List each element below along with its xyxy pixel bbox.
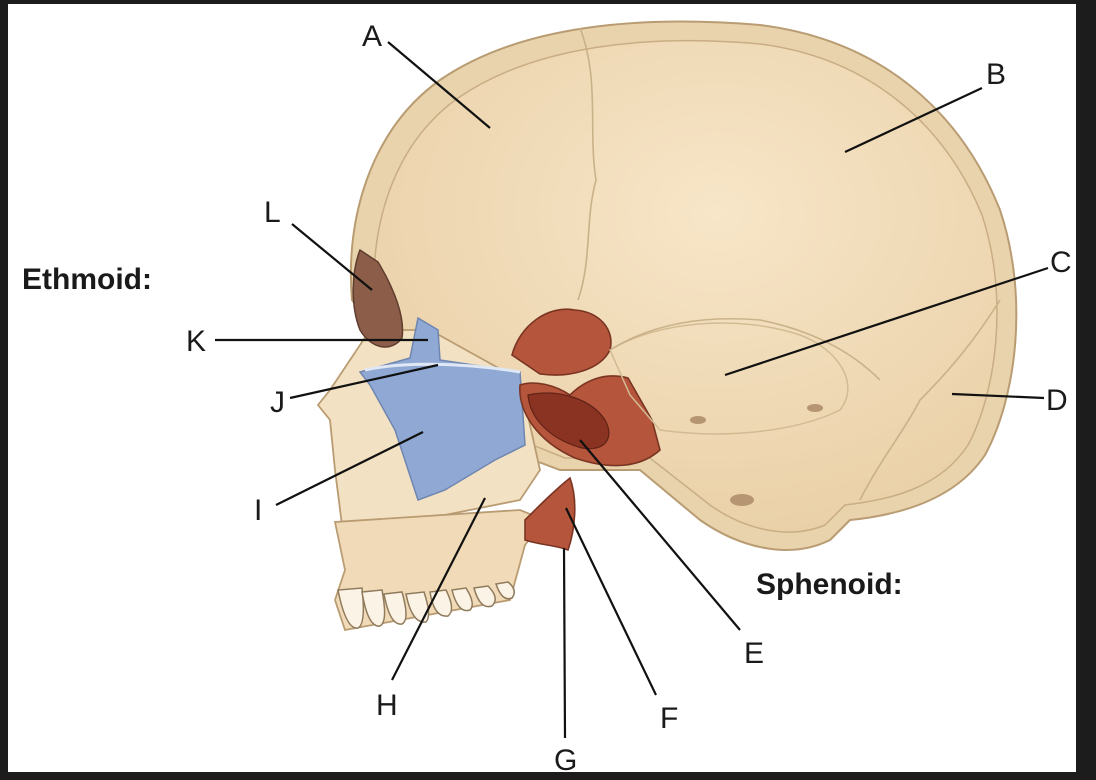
leader-line-f bbox=[565, 507, 657, 696]
ethmoid-heading: Ethmoid: bbox=[22, 263, 152, 296]
label-j: J bbox=[270, 386, 285, 419]
label-a: A bbox=[362, 20, 382, 53]
leader-line-h bbox=[391, 497, 486, 681]
small-foramen bbox=[807, 404, 823, 412]
ethmoid-bone-highlight bbox=[358, 316, 526, 501]
teeth bbox=[337, 581, 515, 629]
label-g: G bbox=[554, 744, 577, 777]
temporal-bone bbox=[609, 322, 849, 435]
label-l: L bbox=[264, 196, 281, 229]
label-c: C bbox=[1050, 246, 1072, 279]
label-d: D bbox=[1046, 384, 1068, 417]
leader-line-i bbox=[275, 431, 424, 506]
leader-line-e bbox=[579, 439, 741, 631]
leader-line-a bbox=[387, 41, 491, 129]
leader-line-c bbox=[724, 266, 1049, 377]
lambdoid-suture bbox=[859, 299, 1001, 501]
leader-line-d bbox=[951, 392, 1045, 400]
external-acoustic-meatus bbox=[690, 416, 706, 424]
pterygoid-process bbox=[524, 476, 576, 552]
label-k: K bbox=[186, 325, 206, 358]
label-i: I bbox=[254, 494, 262, 527]
ethmoid-perpendicular-line bbox=[364, 362, 521, 374]
leader-line-g bbox=[562, 547, 567, 739]
leader-line-j bbox=[289, 363, 439, 400]
sphenoid-fossa bbox=[527, 392, 610, 450]
nasal-bone bbox=[352, 248, 404, 348]
sphenoid-greater-wing bbox=[511, 308, 612, 376]
label-b: B bbox=[986, 58, 1006, 91]
sphenoid-heading: Sphenoid: bbox=[756, 568, 903, 601]
mastoid-foramen bbox=[730, 494, 754, 506]
label-h: H bbox=[376, 689, 398, 722]
squamous-suture bbox=[609, 317, 881, 381]
leader-line-b bbox=[844, 87, 983, 153]
leader-line-l bbox=[291, 223, 373, 291]
label-e: E bbox=[744, 637, 764, 670]
label-f: F bbox=[660, 702, 678, 735]
coronal-suture bbox=[577, 27, 597, 301]
